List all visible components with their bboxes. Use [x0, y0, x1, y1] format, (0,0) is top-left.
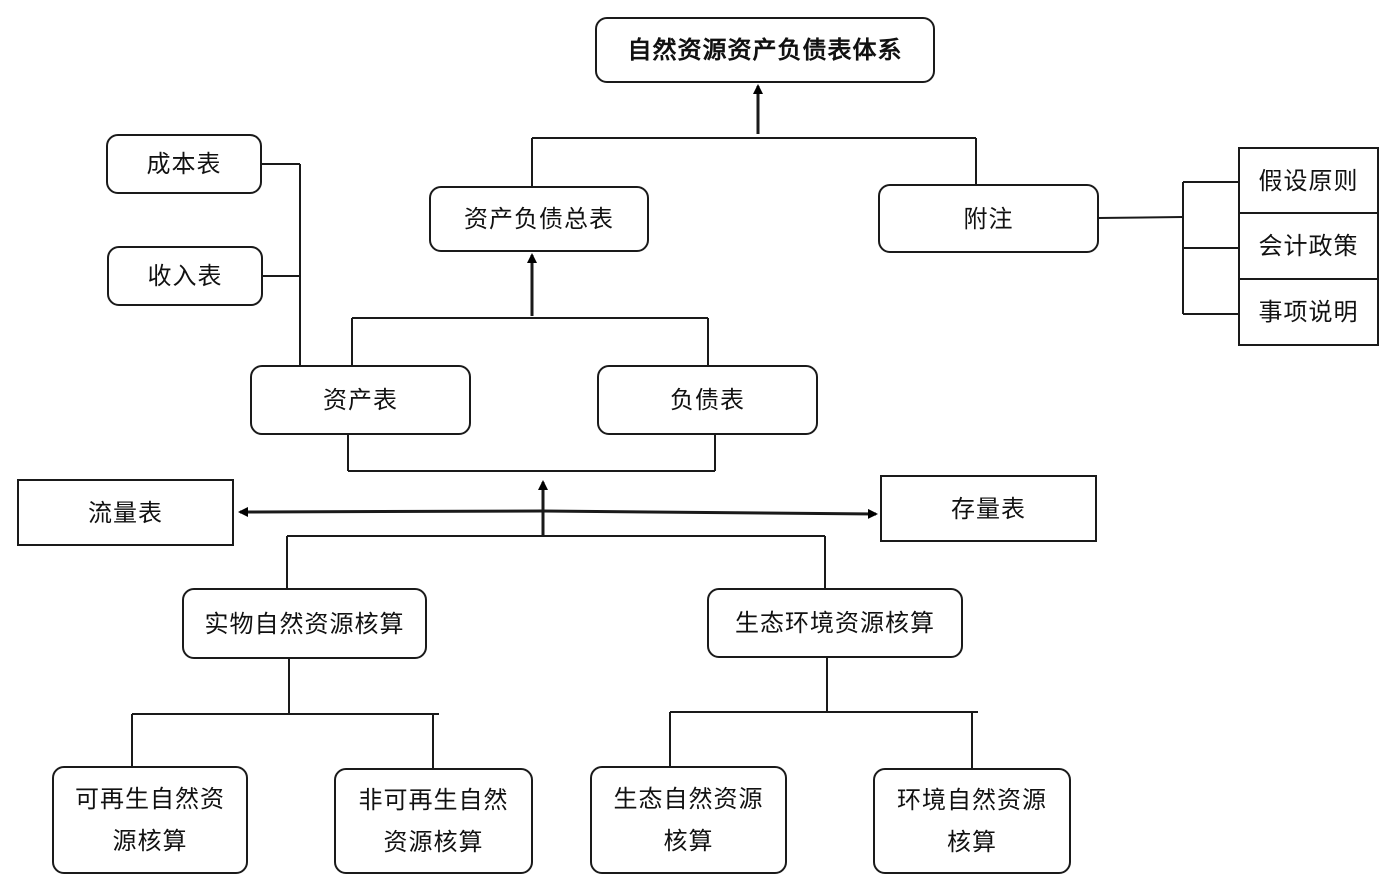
node-eco-env-accounting-label: 生态环境资源核算: [735, 609, 935, 637]
node-renewable-line-2: 源核算: [112, 827, 188, 855]
node-asset-table: 资产表: [250, 365, 471, 435]
node-ecological: 生态自然资源 核算: [590, 766, 787, 874]
node-ecological-line-1: 生态自然资源: [613, 785, 764, 813]
node-liability-table: 负债表: [597, 365, 818, 435]
node-system-label: 自然资源资产负债表体系: [627, 36, 903, 64]
node-eco-env-accounting: 生态环境资源核算: [707, 588, 963, 658]
node-physical-accounting-label: 实物自然资源核算: [204, 609, 405, 638]
node-non-renewable: 非可再生自然 资源核算: [334, 768, 533, 874]
node-accounting-policy-label: 会计政策: [1258, 232, 1359, 260]
arrow-to-flow-table: [238, 506, 544, 517]
node-balance-summary-label: 资产负债总表: [464, 205, 614, 233]
node-physical-accounting: 实物自然资源核算: [182, 588, 427, 659]
node-balance-summary: 资产负债总表: [429, 186, 649, 252]
node-cost-table-label: 成本表: [146, 150, 222, 178]
node-income-table-label: 收入表: [147, 262, 223, 290]
connector-notes-right: [1097, 216, 1184, 219]
node-matters-explained-label: 事项说明: [1258, 298, 1359, 326]
node-liability-table-label: 负债表: [670, 386, 745, 414]
node-non-renewable-line-1: 非可再生自然: [358, 786, 509, 814]
arrow-to-stock-table: [542, 508, 878, 519]
node-assumptions-label: 假设原则: [1258, 166, 1359, 195]
node-environmental: 环境自然资源 核算: [873, 768, 1071, 874]
node-stock-table: 存量表: [880, 475, 1097, 542]
node-ecological-line-2: 核算: [663, 827, 714, 855]
node-accounting-policy: 会计政策: [1238, 212, 1379, 280]
node-environmental-line-1: 环境自然资源: [897, 786, 1047, 814]
node-flow-table-label: 流量表: [88, 498, 163, 527]
node-assumptions: 假设原则: [1238, 147, 1379, 214]
node-notes-label: 附注: [963, 204, 1014, 233]
node-non-renewable-line-2: 资源核算: [383, 828, 484, 856]
node-matters-explained: 事项说明: [1238, 278, 1379, 346]
node-asset-table-label: 资产表: [323, 386, 398, 414]
node-environmental-line-2: 核算: [947, 828, 997, 856]
node-system: 自然资源资产负债表体系: [595, 17, 935, 83]
node-flow-table: 流量表: [17, 479, 234, 546]
node-stock-table-label: 存量表: [951, 494, 1026, 523]
node-renewable: 可再生自然资 源核算: [52, 766, 248, 874]
node-notes: 附注: [878, 184, 1099, 253]
node-cost-table: 成本表: [106, 134, 262, 194]
node-income-table: 收入表: [107, 246, 263, 306]
node-renewable-line-1: 可再生自然资: [75, 785, 225, 813]
